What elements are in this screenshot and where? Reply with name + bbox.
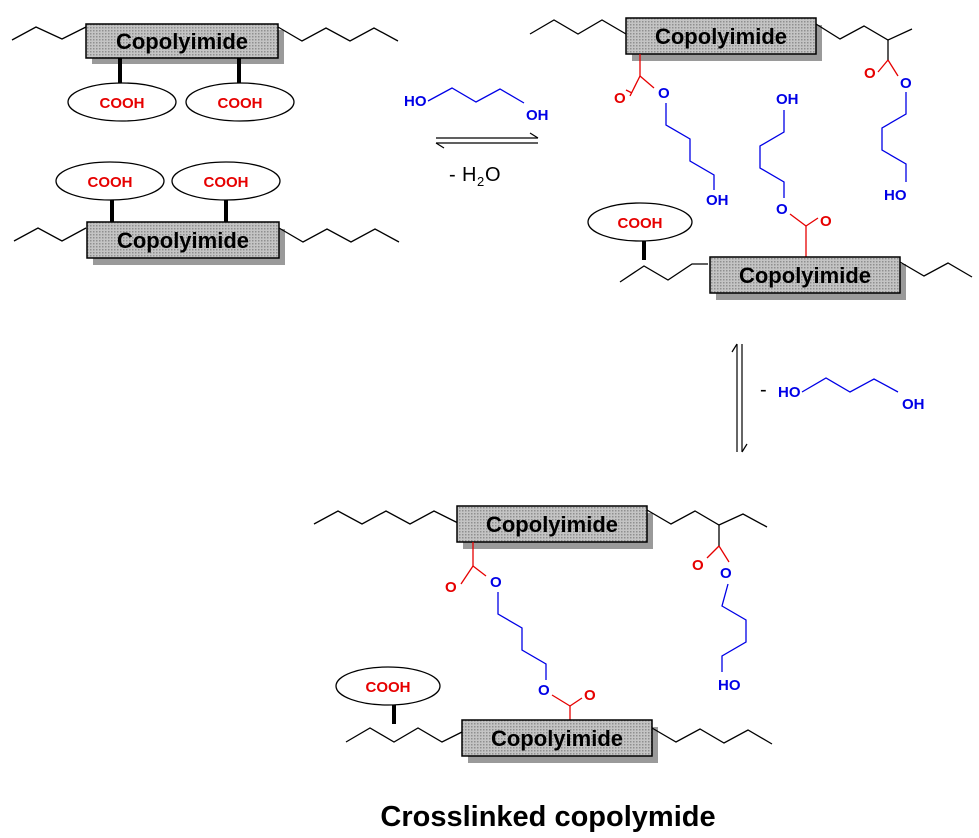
water-o-label: O bbox=[485, 164, 501, 186]
copolyimide-label: Copolyimide bbox=[486, 512, 618, 537]
copolyimide-label: Copolyimide bbox=[655, 24, 787, 49]
reactant-chain-top: Copolyimide COOH COOH bbox=[11, 23, 399, 122]
ester-oxygen-label: O bbox=[445, 579, 457, 596]
diol-release: - HO OH bbox=[760, 377, 925, 413]
product-lower-chain: COOH Copolyimide bbox=[335, 666, 773, 763]
cooh-group bbox=[587, 202, 693, 242]
hydroxyl-label: OH bbox=[902, 396, 925, 413]
hydroxyl-label: HO bbox=[778, 384, 801, 401]
copolyimide-box bbox=[709, 256, 901, 294]
copolyimide-label: Copolyimide bbox=[116, 29, 248, 54]
copolyimide-box bbox=[85, 23, 279, 59]
hydroxyl-label: OH bbox=[526, 107, 549, 124]
water-subscript: 2 bbox=[477, 174, 484, 189]
hydroxyl-label: HO bbox=[404, 93, 427, 110]
cooh-group bbox=[67, 82, 177, 122]
water-byproduct: - H 2 O bbox=[449, 164, 501, 189]
cooh-label: COOH bbox=[100, 95, 145, 112]
cooh-label: COOH bbox=[88, 174, 133, 191]
ester-oxygen-label: O bbox=[584, 687, 596, 704]
minus-sign: - bbox=[760, 379, 767, 401]
ester-oxygen-label: O bbox=[900, 75, 912, 92]
hydroxyl-label: OH bbox=[706, 192, 729, 209]
hydroxyl-label: HO bbox=[718, 677, 741, 694]
diol-reagent-top: HO OH bbox=[404, 87, 549, 124]
minus-sign: - bbox=[449, 164, 456, 186]
ester-oxygen-label: O bbox=[720, 565, 732, 582]
ester-oxygen-label: O bbox=[692, 557, 704, 574]
intermediate-upper-chain: Copolyimide O O OH O O HO bbox=[529, 17, 913, 209]
copolyimide-box bbox=[461, 719, 653, 757]
cooh-group bbox=[185, 82, 295, 122]
ester-oxygen-label: O bbox=[490, 574, 502, 591]
reactant-chain-bottom: COOH COOH Copolyimide bbox=[13, 161, 400, 265]
diagram-title: Crosslinked copolymide bbox=[380, 801, 715, 833]
ester-oxygen-label: O bbox=[864, 65, 876, 82]
equilibrium-arrow-horizontal bbox=[435, 132, 539, 149]
copolyimide-label: Copolyimide bbox=[491, 726, 623, 751]
cooh-group bbox=[335, 666, 441, 706]
copolyimide-box bbox=[625, 17, 817, 55]
copolyimide-label: Copolyimide bbox=[117, 228, 249, 253]
intermediate-lower-chain: COOH Copolyimide bbox=[587, 202, 973, 300]
ester-oxygen-label: O bbox=[538, 682, 550, 699]
product-upper-chain: Copolyimide O O O O O O HO bbox=[313, 505, 768, 720]
ester-oxygen-label: O bbox=[658, 85, 670, 102]
cooh-label: COOH bbox=[618, 215, 663, 232]
intermediate-free-diol-arm: OH O O bbox=[759, 91, 832, 258]
ester-oxygen-label: O bbox=[614, 90, 626, 107]
copolyimide-label: Copolyimide bbox=[739, 263, 871, 288]
cooh-label: COOH bbox=[366, 679, 411, 696]
cooh-label: COOH bbox=[204, 174, 249, 191]
ester-oxygen-label: O bbox=[776, 201, 788, 218]
ester-oxygen-label: O bbox=[820, 213, 832, 230]
cooh-label: COOH bbox=[218, 95, 263, 112]
copolyimide-box bbox=[456, 505, 648, 543]
water-h-label: H bbox=[462, 164, 476, 186]
copolyimide-box bbox=[86, 221, 280, 259]
equilibrium-arrow-vertical bbox=[731, 343, 748, 453]
hydroxyl-label: HO bbox=[884, 187, 907, 204]
hydroxyl-label: OH bbox=[776, 91, 799, 108]
